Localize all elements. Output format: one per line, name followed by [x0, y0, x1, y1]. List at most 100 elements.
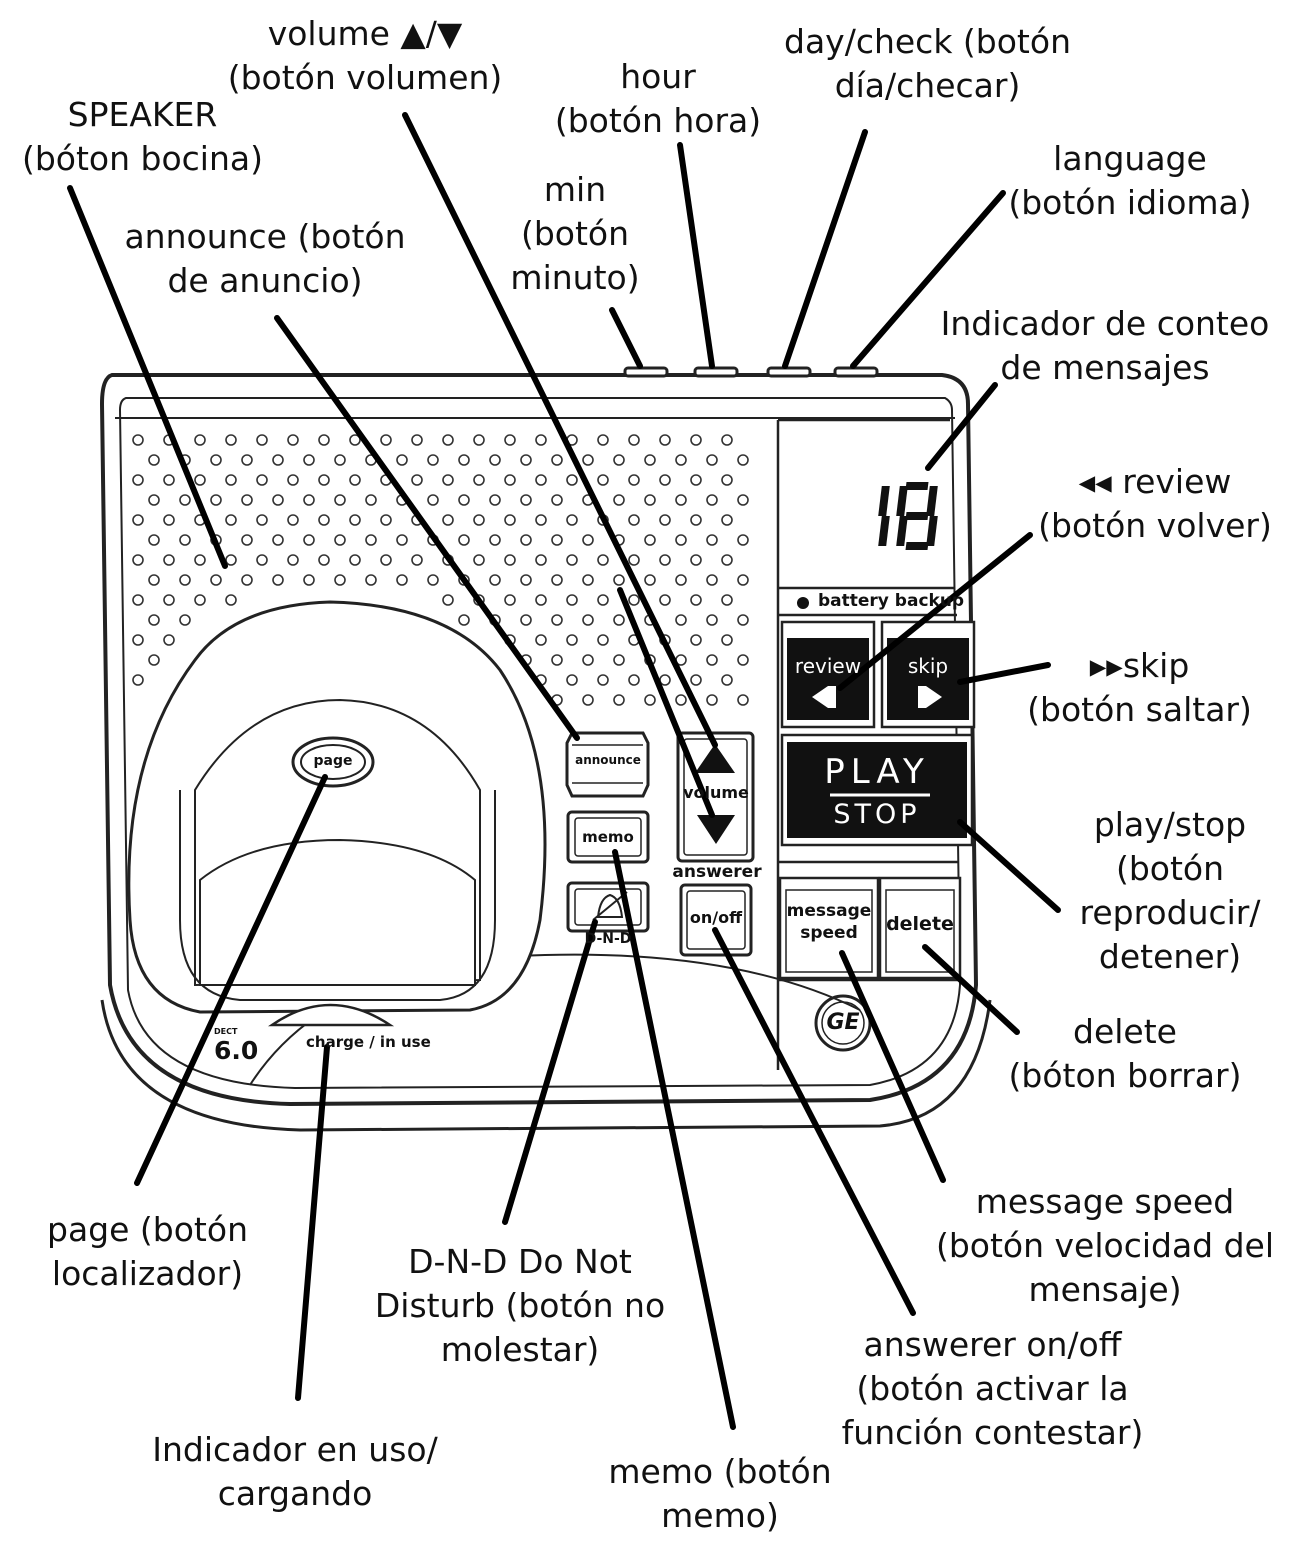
grill-hole — [132, 434, 144, 446]
grill-hole — [241, 494, 253, 506]
dnd-label: D-N-D — [584, 931, 632, 947]
grill-hole — [644, 694, 656, 706]
grill-hole — [597, 434, 609, 446]
callout-delete-line-1: delete — [1073, 1012, 1177, 1051]
callout-speaker-line-1: SPEAKER — [67, 95, 218, 134]
answerer-on-off-key[interactable] — [679, 883, 753, 957]
grill-hole — [628, 474, 640, 486]
leader-dnd — [502, 919, 598, 1225]
grill-hole — [442, 594, 454, 606]
grill-hole — [241, 454, 253, 466]
grill-hole — [349, 554, 361, 566]
callout-hour-line-1: hour — [620, 57, 696, 96]
grill-hole — [365, 574, 377, 586]
grill-hole — [566, 594, 578, 606]
grill-hole — [225, 434, 237, 446]
callout-language: language (botón idioma) — [995, 137, 1265, 225]
grill-hole — [334, 534, 346, 546]
grill-hole — [380, 554, 392, 566]
segment-c — [878, 516, 890, 546]
grill-hole — [690, 634, 702, 646]
grill-hole — [706, 454, 718, 466]
grill-hole — [132, 514, 144, 526]
grill-hole — [628, 434, 640, 446]
callout-announce-line-2: de anuncio) — [167, 261, 363, 300]
grill-hole — [675, 694, 687, 706]
grill-hole — [132, 674, 144, 686]
grill-hole — [318, 474, 330, 486]
grill-hole — [582, 574, 594, 586]
grill-hole — [551, 574, 563, 586]
grill-hole — [535, 594, 547, 606]
leader-answerer — [712, 927, 916, 1316]
callout-message-count-line-2: de mensajes — [1000, 348, 1210, 387]
segment-b — [926, 486, 938, 516]
callout-review: ◂◂ review (botón volver) — [1025, 460, 1285, 548]
grill-hole — [535, 634, 547, 646]
message-speed-key[interactable] — [778, 876, 880, 980]
grill-hole — [179, 494, 191, 506]
segment-c — [926, 516, 938, 546]
grill-hole — [582, 694, 594, 706]
announce-key[interactable] — [565, 731, 650, 798]
grill-hole — [520, 534, 532, 546]
grill-hole — [613, 454, 625, 466]
grill-hole — [256, 514, 268, 526]
grill-hole — [303, 494, 315, 506]
callout-dnd-line-1: D-N-D Do Not — [408, 1242, 632, 1281]
leader-hour — [677, 142, 715, 369]
battery-backup-label: battery backup — [818, 591, 965, 611]
page-key[interactable] — [291, 736, 375, 788]
grill-hole — [365, 494, 377, 506]
grill-hole — [148, 614, 160, 626]
grill-hole — [489, 494, 501, 506]
callout-answerer-line-3: función contestar) — [841, 1413, 1144, 1452]
callout-skip: ▸▸skip (botón saltar) — [1012, 644, 1267, 732]
grill-hole — [597, 634, 609, 646]
grill-hole — [721, 474, 733, 486]
callout-delete-line-2: (bóton borrar) — [1008, 1056, 1242, 1095]
callout-skip-line-1: ▸▸skip — [1089, 646, 1190, 685]
grill-hole — [411, 554, 423, 566]
callout-message-count: Indicador de conteo de mensajes — [920, 302, 1290, 390]
grill-hole — [225, 474, 237, 486]
grill-hole — [675, 534, 687, 546]
grill-hole — [504, 434, 516, 446]
grill-hole — [597, 594, 609, 606]
grill-hole — [597, 674, 609, 686]
grill-hole — [566, 514, 578, 526]
grill-hole — [132, 594, 144, 606]
grill-hole — [566, 674, 578, 686]
grill-hole — [520, 454, 532, 466]
grill-hole — [706, 654, 718, 666]
grill-hole — [210, 494, 222, 506]
memo-key[interactable] — [566, 810, 650, 864]
grill-hole — [349, 474, 361, 486]
grill-hole — [644, 574, 656, 586]
grill-hole — [427, 574, 439, 586]
grill-hole — [535, 554, 547, 566]
play-stop-key[interactable] — [780, 733, 974, 847]
grill-hole — [365, 534, 377, 546]
grill-hole — [504, 554, 516, 566]
grill-hole — [721, 634, 733, 646]
leader-page — [134, 774, 328, 1186]
message-speed-key-label: message speed — [780, 900, 878, 944]
callout-dnd-line-2: Disturb (botón no — [374, 1286, 666, 1325]
grill-hole — [473, 474, 485, 486]
callout-page-line-1: page (botón — [47, 1210, 248, 1249]
volume-key[interactable] — [676, 731, 755, 863]
grill-hole — [706, 494, 718, 506]
callout-in-use: Indicador en uso/ cargando — [125, 1428, 465, 1516]
callout-memo: memo (botón memo) — [585, 1450, 855, 1538]
callout-min-line-1: min — [543, 170, 607, 209]
grill-hole — [737, 614, 749, 626]
delete-key[interactable] — [878, 876, 962, 980]
callout-play-stop-line-2: (botón — [1115, 849, 1225, 888]
grill-hole — [690, 674, 702, 686]
grill-hole — [179, 534, 191, 546]
callout-review-line-2: (botón volver) — [1038, 506, 1272, 545]
grill-hole — [396, 454, 408, 466]
segment-e — [896, 516, 908, 546]
grill-hole — [566, 634, 578, 646]
